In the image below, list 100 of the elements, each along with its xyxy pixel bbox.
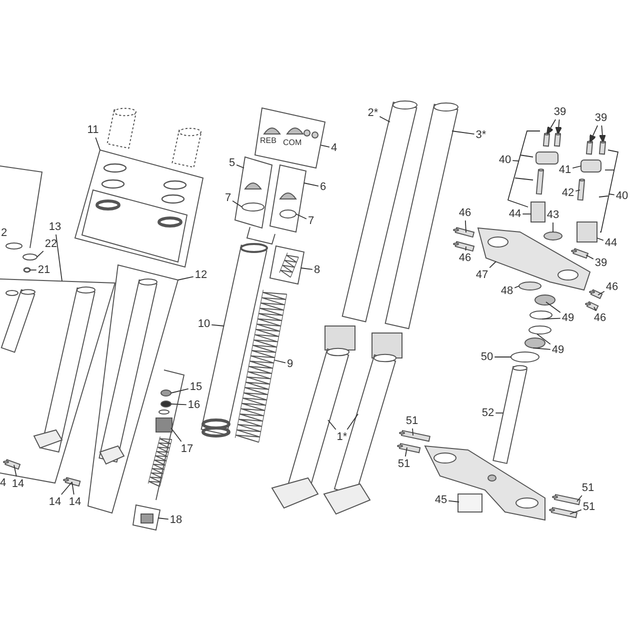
leader-line [236,164,244,168]
leader-line [576,495,582,502]
o-ring [23,267,31,273]
fork-tube [0,289,36,353]
callout-number: 14 [68,496,82,508]
bolt [453,226,475,238]
leader-line [170,388,189,394]
leader-line [586,254,594,260]
callout-number: 43 [546,209,560,221]
leader-line [178,276,194,280]
bottom-triple-clamp [424,445,546,521]
leader-line [56,234,62,282]
callout-number: 18 [170,514,182,526]
callout-number: 46 [458,207,472,219]
callout-number: 3* [476,129,486,141]
handlebar-clamp [536,152,558,164]
bolt [585,301,599,312]
leader-line [465,246,466,251]
frame-outline [269,245,305,285]
leader-line [546,302,561,313]
fork-leg [33,286,96,453]
leader-line [36,250,44,258]
bolt [63,476,81,487]
leader-arrow [598,125,606,142]
callout-number: 39 [554,106,566,118]
rubber-pad [458,494,482,512]
callout-number: 42 [562,187,574,199]
bolt [571,248,589,259]
leader-line [211,324,224,326]
damper-piston [156,418,172,432]
leader-line [296,214,307,220]
callout-number: 15 [190,381,202,393]
leader-line [489,261,496,268]
nut [160,390,172,396]
callout-number: 5 [228,157,236,169]
o-ring [22,254,38,260]
bearing-race [528,326,552,334]
callout-number: 44 [508,208,522,220]
callout-number: 46 [606,281,618,293]
nut [160,400,172,408]
leader-line [404,447,408,457]
fork-leg [271,326,356,509]
callout-number: 48 [500,285,514,297]
callout-number: 1* [336,431,348,443]
frame-outline [74,149,204,268]
callout-number: 40 [616,190,628,202]
fork-tube [384,102,458,330]
leader-line [232,200,242,208]
bolt [3,459,21,470]
callout-number: 51 [582,482,594,494]
fork-leg [98,278,158,465]
callout-number: 49 [552,344,564,356]
adjuster-panel [254,107,327,170]
leader-line [542,318,561,320]
bearing-race [530,310,552,320]
leader-line [596,238,604,241]
leader-line [412,428,414,436]
bolt [586,140,594,155]
leader-arrow [555,119,562,134]
frame-outline [234,156,273,229]
bolt [577,178,586,201]
leader-line [72,482,74,495]
leader-line [494,356,512,358]
callout-number: 50 [480,351,494,363]
handlebar-clamp [580,160,602,172]
leader-line [452,130,475,135]
leader-line [300,268,313,270]
callout-number: 9 [286,358,294,370]
bolt [397,442,421,454]
frame-outline [87,264,179,514]
leader-line [304,182,319,186]
callout-number: 16 [188,399,200,411]
riser-block [530,202,546,222]
fork-tube [342,100,418,322]
callout-number: 4 [0,477,6,489]
callout-number: 41 [558,164,572,176]
callout-number: 6 [320,181,326,193]
riser-block [576,222,598,242]
leader-line [158,518,169,520]
leader-line [536,334,551,345]
leader-line [346,414,358,430]
callout-number: 39 [594,257,608,269]
leader-line [575,190,580,192]
seal-ring [510,352,540,362]
leader-arrow [590,125,598,142]
callout-number: 2 [1,227,8,239]
bolt [536,168,544,195]
leader-line [14,464,17,477]
callout-number: 7 [308,215,314,227]
leader-line [95,137,100,150]
callout-number: 45 [434,494,448,506]
bolt [453,240,475,252]
bearing [524,338,546,348]
callout-number: 17 [180,443,194,455]
callout-number: 40 [498,154,512,166]
leader-line [512,160,520,162]
leader-line [608,194,615,196]
leader-line [170,404,187,406]
bolt [552,494,581,506]
adjuster-label: COM [283,138,302,147]
